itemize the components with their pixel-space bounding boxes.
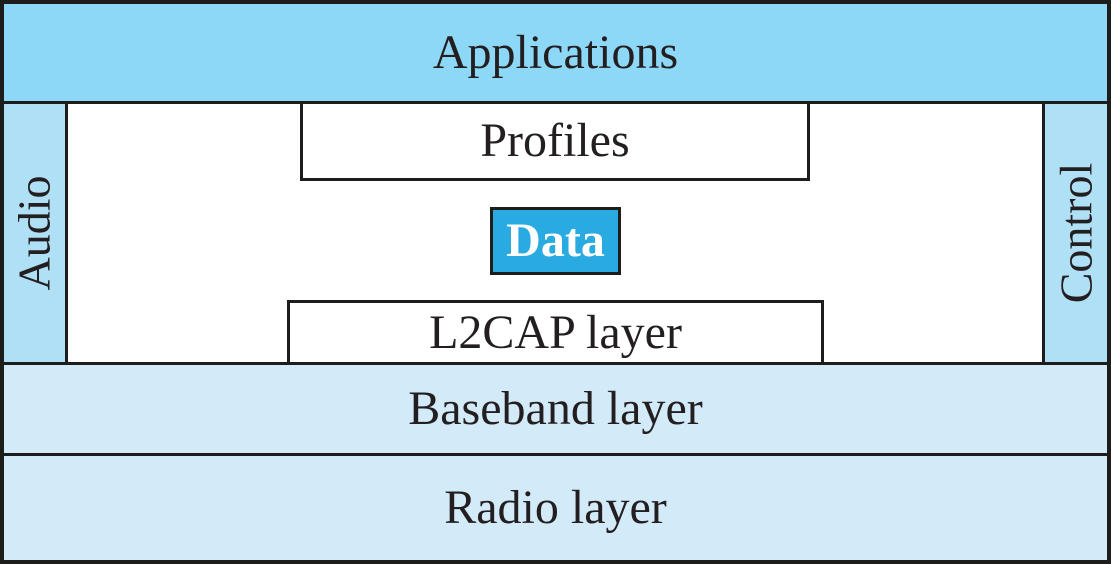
data-label: Data <box>506 214 605 267</box>
radio-layer-band: Radio layer <box>4 456 1107 560</box>
baseband-layer-band: Baseband layer <box>4 365 1107 456</box>
radio-layer-label: Radio layer <box>444 481 667 534</box>
audio-label: Audio <box>8 175 60 291</box>
l2cap-label: L2CAP layer <box>429 305 682 359</box>
l2cap-box: L2CAP layer <box>287 300 824 365</box>
profiles-box: Profiles <box>300 101 810 181</box>
control-band: Control <box>1042 104 1107 362</box>
applications-band: Applications <box>4 4 1107 104</box>
profiles-label: Profiles <box>480 114 630 167</box>
applications-label: Applications <box>432 25 679 79</box>
control-label: Control <box>1050 162 1101 304</box>
baseband-layer-label: Baseband layer <box>408 382 703 435</box>
data-box: Data <box>490 207 621 275</box>
audio-band: Audio <box>4 104 68 362</box>
